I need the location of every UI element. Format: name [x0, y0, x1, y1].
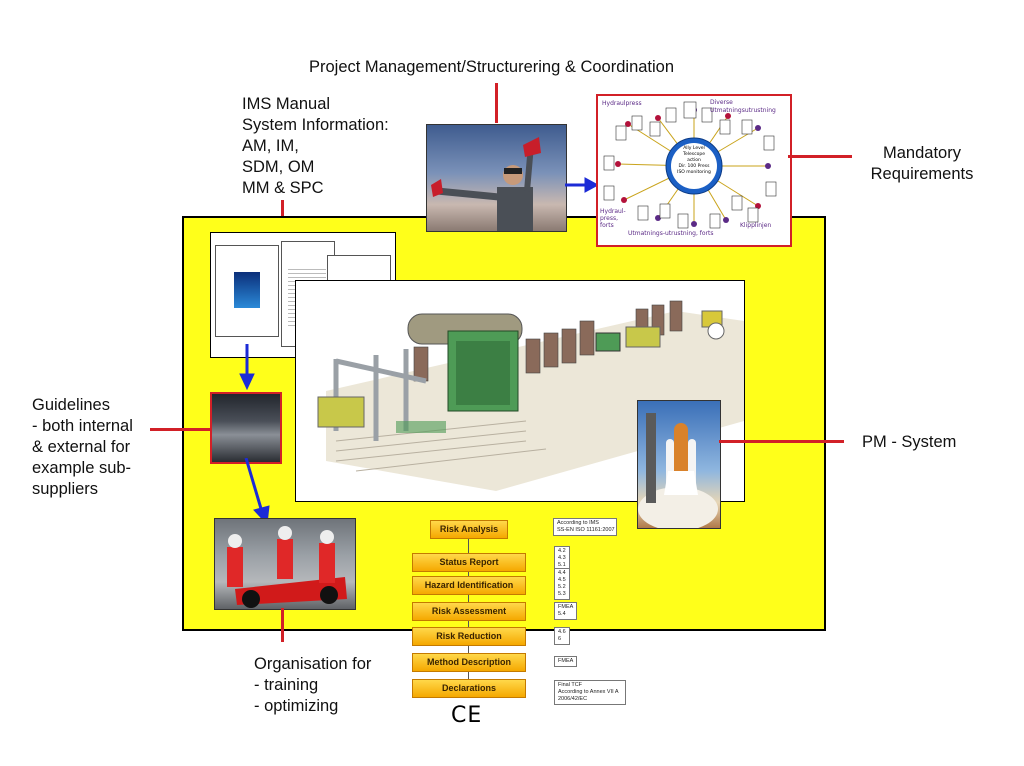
ims-line-5: MM & SPC [242, 179, 324, 197]
connector-mandatory [788, 155, 852, 158]
connector-ims-manual [281, 200, 284, 230]
connector-project-management [495, 83, 498, 123]
project-management-label: Project Management/Structurering & Coord… [309, 58, 675, 76]
diagram-center-text: Ally Level Telescope action Dir. 100 Pre… [673, 146, 715, 176]
hazard-identification-note: 4.4 4.5 5.2 5.3 [554, 568, 570, 600]
project-manager-photo [426, 124, 567, 232]
guidelines-line-1: Guidelines [32, 396, 110, 414]
pit-stop-illustration [227, 526, 347, 608]
cockpit-photo [210, 392, 282, 464]
ims-line-4: SDM, OM [242, 158, 315, 176]
shuttle-launch-photo [637, 400, 721, 529]
center-line-2: Telescope [683, 152, 705, 157]
ims-line-3: AM, IM, [242, 137, 299, 155]
guidelines-line-4: example sub- [32, 459, 132, 477]
ims-manual-label: IMS Manual System Information: AM, IM, S… [242, 94, 389, 199]
ims-standard-note: According to IMS SS-EN ISO 11161:2007 [553, 518, 617, 536]
pit-stop-photo [214, 518, 356, 610]
cluster-label-6: Klipplinjen [740, 222, 772, 229]
risk-assessment-note: FMEA 5.4 [554, 602, 578, 620]
connector-pm-system [719, 440, 844, 443]
center-line-5: ISO monitoring [677, 170, 711, 175]
connector-guidelines [150, 428, 210, 431]
risk-assessment-step: Risk Assessment [412, 602, 526, 621]
ims-line-1: IMS Manual [242, 95, 331, 113]
method-description-note: FMEA [554, 656, 578, 667]
guidelines-line-2: - both internal [32, 417, 133, 435]
manual-page-1 [215, 245, 279, 337]
organisation-line-1: Organisation for [254, 655, 372, 673]
requirements-diagram: Hydraulpress Diverse Utmatningsutrustnin… [596, 94, 792, 247]
cluster-label-1: Hydraulpress [602, 100, 642, 107]
connector-organisation [281, 608, 284, 642]
ims-line-2: System Information: [242, 116, 389, 134]
shuttle-illustration [638, 413, 718, 528]
risk-analysis-step: Risk Analysis [430, 520, 508, 539]
cluster-label-5: Utmatnings-utrustning, forts [628, 230, 714, 237]
cluster-label-3: Utmatningsutrustning [710, 107, 776, 114]
flag-waver-illustration [431, 137, 541, 231]
organisation-line-3: - optimizing [254, 697, 339, 715]
guidelines-line-5: suppliers [32, 480, 99, 498]
arrow-to-requirements [565, 177, 599, 193]
pm-system-label: PM - System [862, 433, 957, 451]
risk-reduction-step: Risk Reduction [412, 627, 526, 646]
status-report-step: Status Report [412, 553, 526, 572]
declarations-step: Declarations [412, 679, 526, 698]
mandatory-line-1: Mandatory [883, 144, 961, 162]
organisation-line-2: - training [254, 676, 319, 694]
declarations-note: Final TCF According to Annex VII A 2006/… [554, 680, 626, 705]
center-line-4: Dir. 100 Press [678, 164, 710, 169]
organisation-label: Organisation for - training - optimizing [254, 654, 371, 717]
center-line-3: action [687, 158, 701, 163]
requirements-spider-diagram [603, 101, 777, 229]
method-description-step: Method Description [412, 653, 526, 672]
mandatory-requirements-label: Mandatory Requirements [862, 143, 982, 185]
guidelines-label: Guidelines - both internal & external fo… [32, 395, 133, 500]
center-line-1: Ally Level [683, 146, 705, 151]
hazard-identification-step: Hazard Identification [412, 576, 526, 595]
cluster-label-4: Hydraul-press, forts [600, 208, 626, 229]
guidelines-line-3: & external for [32, 438, 131, 456]
cluster-label-2: Diverse [710, 99, 733, 106]
ce-mark: CE [451, 703, 483, 728]
mandatory-line-2: Requirements [870, 165, 974, 183]
arrow-docs-to-guidelines [239, 344, 255, 390]
risk-reduction-note: 4.6 6 [554, 627, 570, 645]
manual-cover-image [234, 272, 260, 308]
arrow-guidelines-to-organisation [244, 458, 270, 526]
